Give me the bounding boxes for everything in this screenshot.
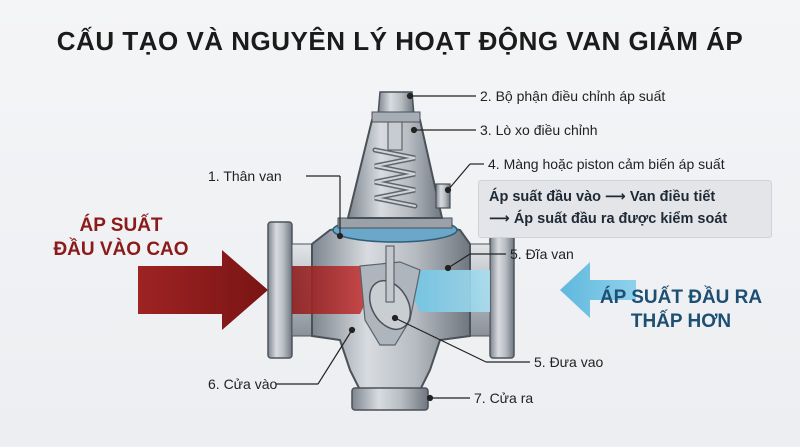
diaphragm (332, 217, 458, 243)
inlet-pressure-line2: ĐẦU VÀO CAO (53, 239, 189, 260)
page-title: CẤU TẠO VÀ NGUYÊN LÝ HOẠT ĐỘNG VAN GIẢM … (56, 26, 744, 56)
label-diaphragm-piston: 4. Màng hoặc piston cảm biến áp suất (488, 156, 725, 172)
flow-summary-line2: ⟶ Áp suất đầu ra được kiểm soát (489, 211, 728, 227)
label-adjusting-spring: 3. Lò xo điều chỉnh (480, 122, 598, 138)
label-pressure-adjuster: 2. Bộ phận điều chỉnh áp suất (480, 88, 666, 104)
leader-lines (276, 92, 530, 402)
valve-disc (368, 245, 412, 330)
outlet-pressure-line2: THẤP HƠN (630, 311, 732, 332)
label-valve-disc: 5. Đĩa van (510, 246, 574, 262)
adjusting-spring (372, 121, 418, 209)
inlet-pressure-label: ÁP SUẤT ĐẦU VÀO CAO (46, 214, 196, 262)
inlet-pressure-line1: ÁP SUẤT (79, 215, 163, 236)
outlet-flow-arrow (560, 262, 636, 318)
label-outlet-port: 7. Cửa ra (474, 390, 534, 406)
inlet-flow-arrow (138, 250, 268, 330)
outlet-pressure-line1: ÁP SUẤT ĐẦU RA (599, 287, 763, 308)
label-valve-body: 1. Thân van (208, 168, 282, 184)
flow-summary-box: Áp suất đầu vào ⟶ Van điều tiết ⟶ Áp suấ… (478, 180, 772, 238)
label-inlet-port: 6. Cửa vào (208, 376, 278, 392)
label-valve-stem: 5. Đưa vao (534, 354, 604, 370)
bottom-outlet (351, 387, 429, 411)
flow-summary-line1: Áp suất đầu vào ⟶ Van điều tiết (489, 189, 716, 205)
outlet-pressure-label: ÁP SUẤT ĐẦU RA THẤP HƠN (596, 286, 766, 334)
